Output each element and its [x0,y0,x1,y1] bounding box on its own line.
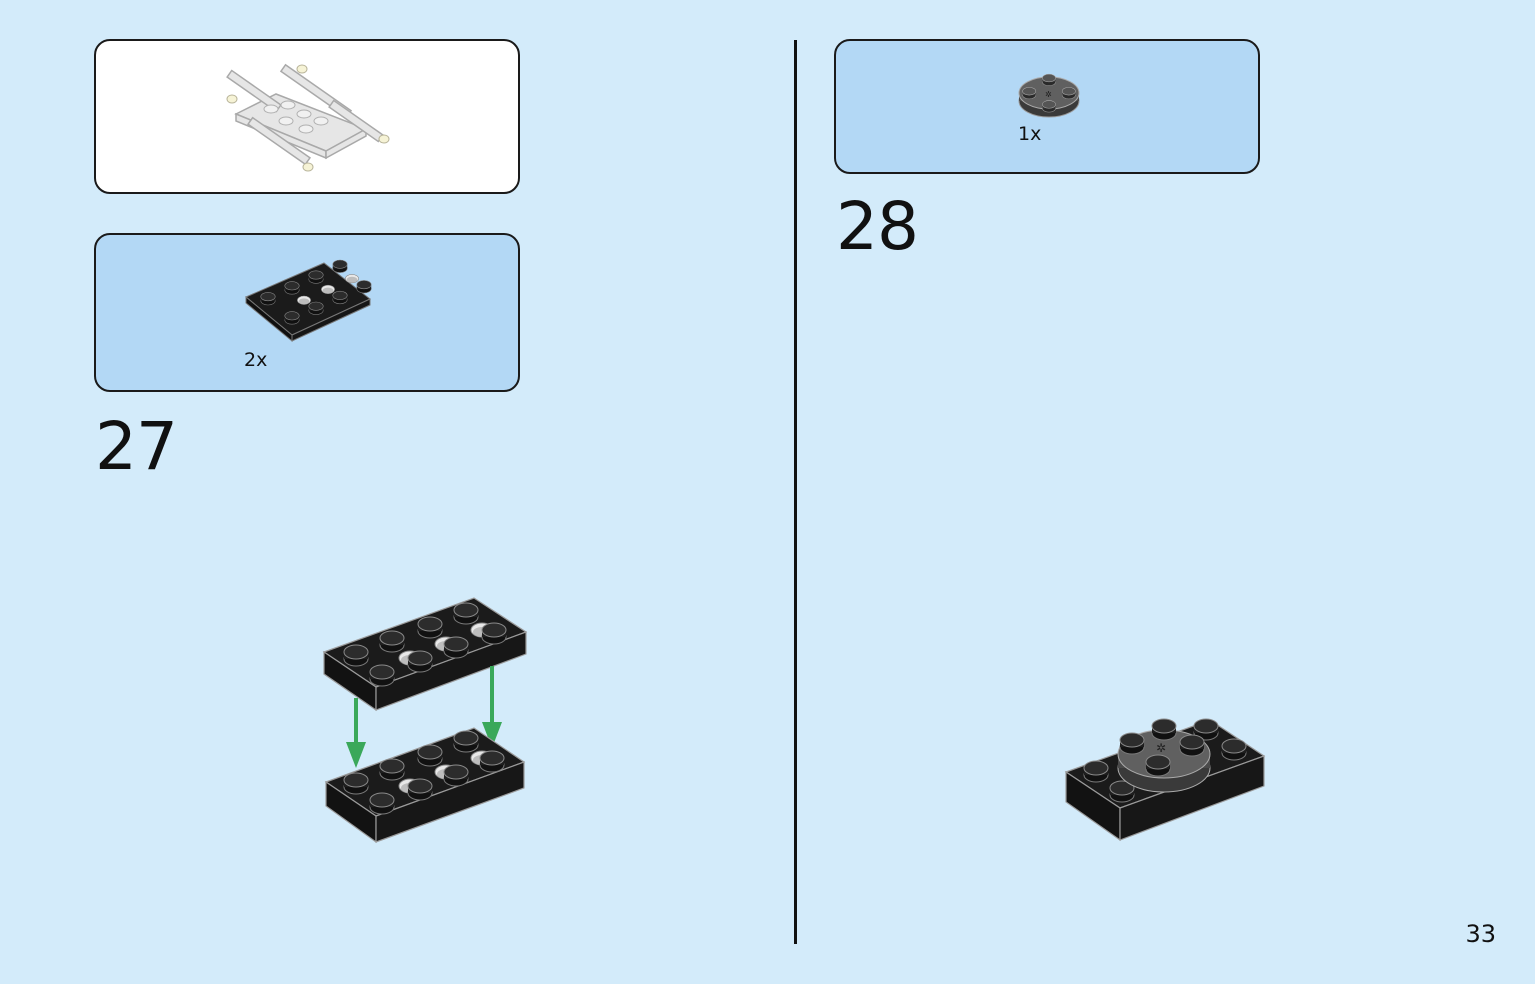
page-number: 33 [1465,920,1496,948]
bottom-plate [324,727,526,844]
dark-gray-round-plate-icon: ✲ [1018,73,1080,118]
top-plate [322,597,528,712]
svg-text:✲: ✲ [1045,90,1052,99]
parts-list-step-27: 2x [94,233,520,392]
part-quantity: 2x [244,349,268,371]
subassembly-callout [94,39,520,194]
subassembly-preview-icon [226,63,390,172]
page-divider [794,40,797,944]
step-number-27: 27 [95,408,178,485]
black-technic-plate-icon [245,259,372,343]
step-28-assembly-illustration: ✲ [1064,718,1266,842]
part-quantity: 1x [1018,123,1042,145]
parts-list-step-28: ✲ 1x [834,39,1260,174]
round-plate: ✲ [1117,718,1211,793]
placement-arrows [346,666,502,768]
step-number-28: 28 [836,188,919,265]
step-27-assembly-illustration [322,597,528,844]
svg-text:✲: ✲ [1156,741,1166,755]
